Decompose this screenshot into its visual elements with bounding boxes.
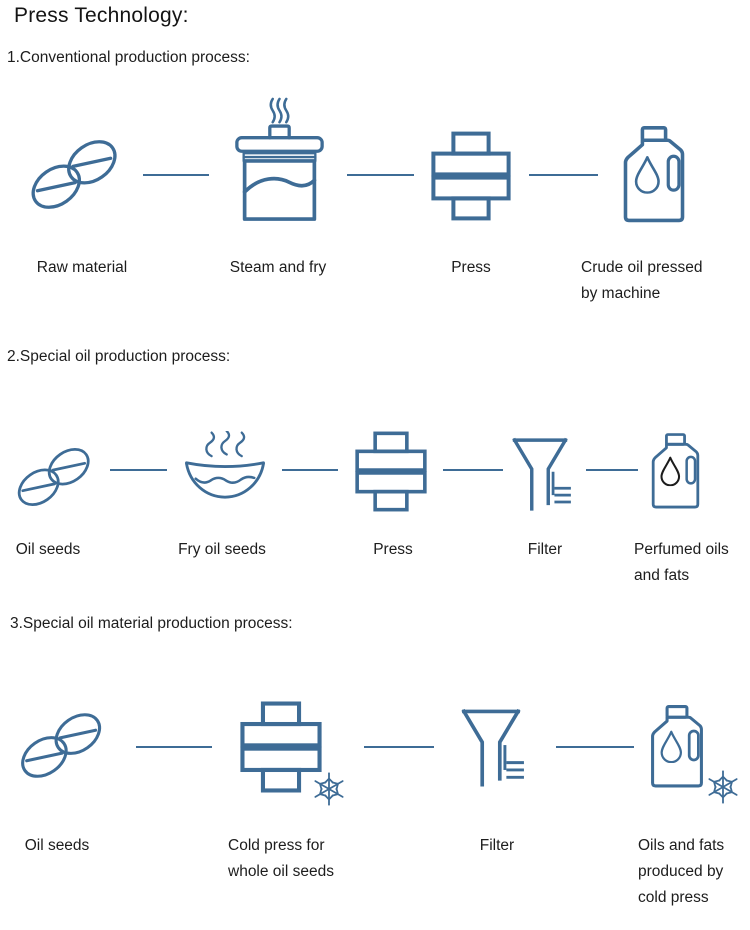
fry-wok-icon — [183, 431, 267, 503]
oil-droplet-icon — [660, 730, 683, 764]
step-label: Press — [451, 259, 491, 276]
oil-seeds-icon — [28, 138, 122, 211]
step-label: Cold press for whole oil seeds — [228, 837, 334, 880]
section-3-heading: 3.Special oil material production proces… — [10, 615, 293, 632]
flow-connector — [529, 174, 598, 176]
step-label: Filter — [479, 837, 515, 854]
flow-connector — [364, 746, 434, 748]
cold-press-icon — [240, 701, 322, 793]
step-label: Steam and fry — [229, 259, 327, 276]
oil-seeds-icon — [15, 446, 94, 508]
oil-seeds-icon — [18, 711, 106, 780]
step-label: Crude oil pressed by machine — [581, 259, 703, 302]
press-icon — [355, 431, 427, 512]
flow-connector — [143, 174, 209, 176]
step-label: Perfumed oils and fats — [634, 541, 729, 584]
oil-droplet-icon — [660, 456, 681, 487]
flow-connector — [136, 746, 212, 748]
step-label: Oil seeds — [15, 541, 81, 558]
step-label: Press — [373, 541, 413, 558]
page-title: Press Technology: — [14, 4, 189, 27]
flow-connector — [586, 469, 638, 471]
step-label: Oils and fats produced by cold press — [638, 837, 725, 906]
steam-pot-icon — [231, 97, 328, 221]
oil-bottle-icon — [620, 126, 688, 224]
flow-connector — [110, 469, 167, 471]
step-label: Oil seeds — [24, 837, 90, 854]
oil-droplet-icon — [634, 155, 660, 194]
step-label: Raw material — [36, 259, 128, 276]
oil-bottle-icon — [649, 433, 702, 510]
snowflake-icon — [705, 769, 741, 805]
filter-funnel-icon — [458, 707, 524, 789]
press-icon — [431, 131, 511, 221]
section-2-heading: 2.Special oil production process: — [7, 348, 231, 365]
filter-funnel-icon — [509, 436, 571, 513]
flow-connector — [443, 469, 503, 471]
flow-connector — [556, 746, 634, 748]
step-label: Fry oil seeds — [178, 541, 266, 558]
flow-connector — [347, 174, 414, 176]
oil-bottle-icon — [648, 705, 706, 789]
step-label: Filter — [527, 541, 563, 558]
snowflake-icon — [311, 771, 347, 807]
flow-connector — [282, 469, 338, 471]
section-1-heading: 1.Conventional production process: — [7, 49, 250, 66]
